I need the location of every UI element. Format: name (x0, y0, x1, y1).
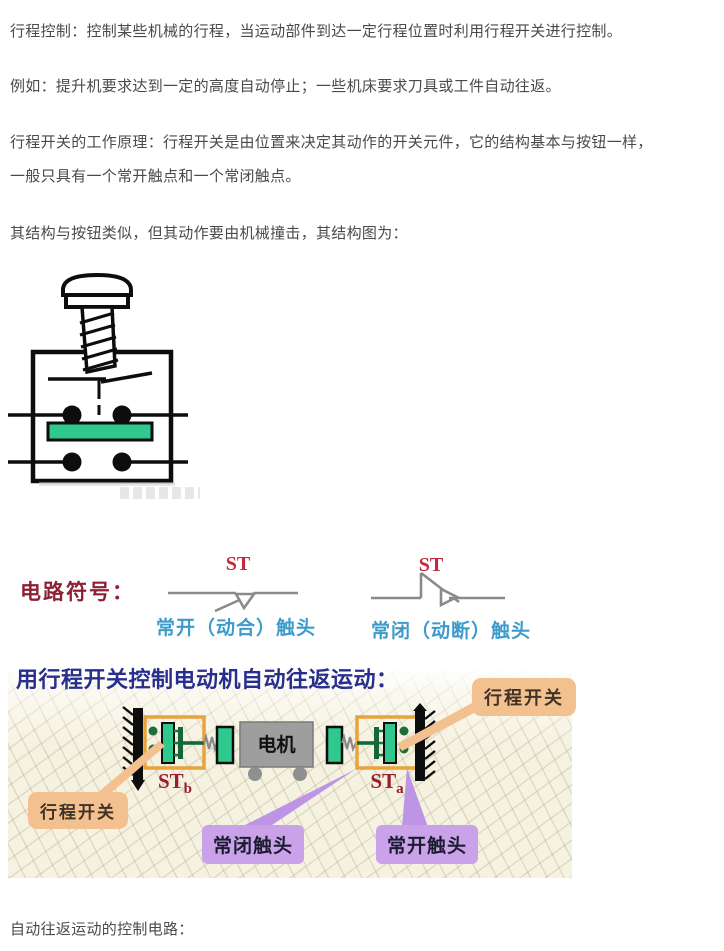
left-limit-switch (143, 715, 206, 770)
shaft-threads (79, 311, 119, 372)
callout-limit-switch-top-right: 行程开关 (472, 678, 576, 716)
plunger-neck (64, 293, 130, 309)
right-switch-label-sub: a (396, 781, 404, 798)
paragraph-example: 例如：提升机要求达到一定的高度自动停止；一些机床要求刀具或工件自动往返。 (10, 78, 561, 95)
slide-figure: 电路符号： ST 常开（动合）触头 ST 常闭（动断）触头 用行程开关控制电动机… (8, 545, 576, 878)
motor-label: 电机 (257, 733, 295, 756)
paragraph-principle-line1: 行程开关的工作原理：行程开关是由位置来决定其动作的开关元件，它的结构基本与按钮一… (10, 134, 653, 151)
contact-dot (62, 405, 82, 425)
paragraph-travel-control: 行程控制：控制某些机械的行程，当运动部件到达一定行程位置时利用行程开关进行控制。 (10, 23, 623, 40)
left-wall (122, 706, 145, 791)
paragraph-structure-intro: 其结构与按钮类似，但其动作要由机械撞击，其结构图为： (10, 225, 408, 242)
contact-bridge (46, 421, 154, 442)
contact-dot (62, 452, 82, 472)
callout-no-contact: 常开触头 (376, 825, 479, 864)
motor: 电机 (239, 721, 314, 781)
limit-switch-structure-diagram (8, 272, 188, 486)
no-contact-tag: ST (225, 553, 251, 575)
paragraph-principle-line2: 一般只具有一个常开触点和一个常闭触点。 (10, 168, 301, 185)
nc-contact-caption: 常闭（动断）触头 (370, 621, 531, 642)
callout-nc-contact: 常闭触头 (202, 825, 305, 864)
left-switch-label-sub: b (183, 781, 193, 798)
motor-wheel (293, 767, 307, 781)
left-buffer-block (215, 725, 235, 765)
normally-open-contact-symbol (168, 591, 298, 613)
faint-watermark (120, 487, 200, 499)
callout-limit-switch-bottom-left: 行程开关 (28, 792, 128, 829)
right-switch-label-base: ST (370, 769, 397, 793)
left-spring (202, 733, 219, 753)
normally-closed-contact-symbol (371, 571, 505, 608)
no-contact-caption: 常开（动合）触头 (155, 618, 316, 639)
slide-title: 用行程开关控制电动机自动往返运动： (16, 667, 399, 692)
right-limit-switch (355, 715, 419, 770)
motor-wheel (248, 767, 262, 781)
right-spring (340, 733, 357, 753)
contact-dot (112, 452, 132, 472)
right-buffer-block (325, 725, 344, 765)
circuit-symbols-heading: 电路符号： (20, 580, 135, 604)
left-switch-label: STb (148, 769, 202, 798)
right-switch-label: STa (360, 769, 414, 798)
bottom-caption: 自动往返运动的控制电路： (10, 921, 194, 938)
right-wall (413, 703, 436, 781)
contact-dot (112, 405, 132, 425)
pressure-plate-right (100, 371, 153, 384)
nc-contact-tag: ST (418, 554, 444, 576)
left-switch-label-base: ST (157, 769, 184, 793)
plunger-head (61, 272, 133, 297)
